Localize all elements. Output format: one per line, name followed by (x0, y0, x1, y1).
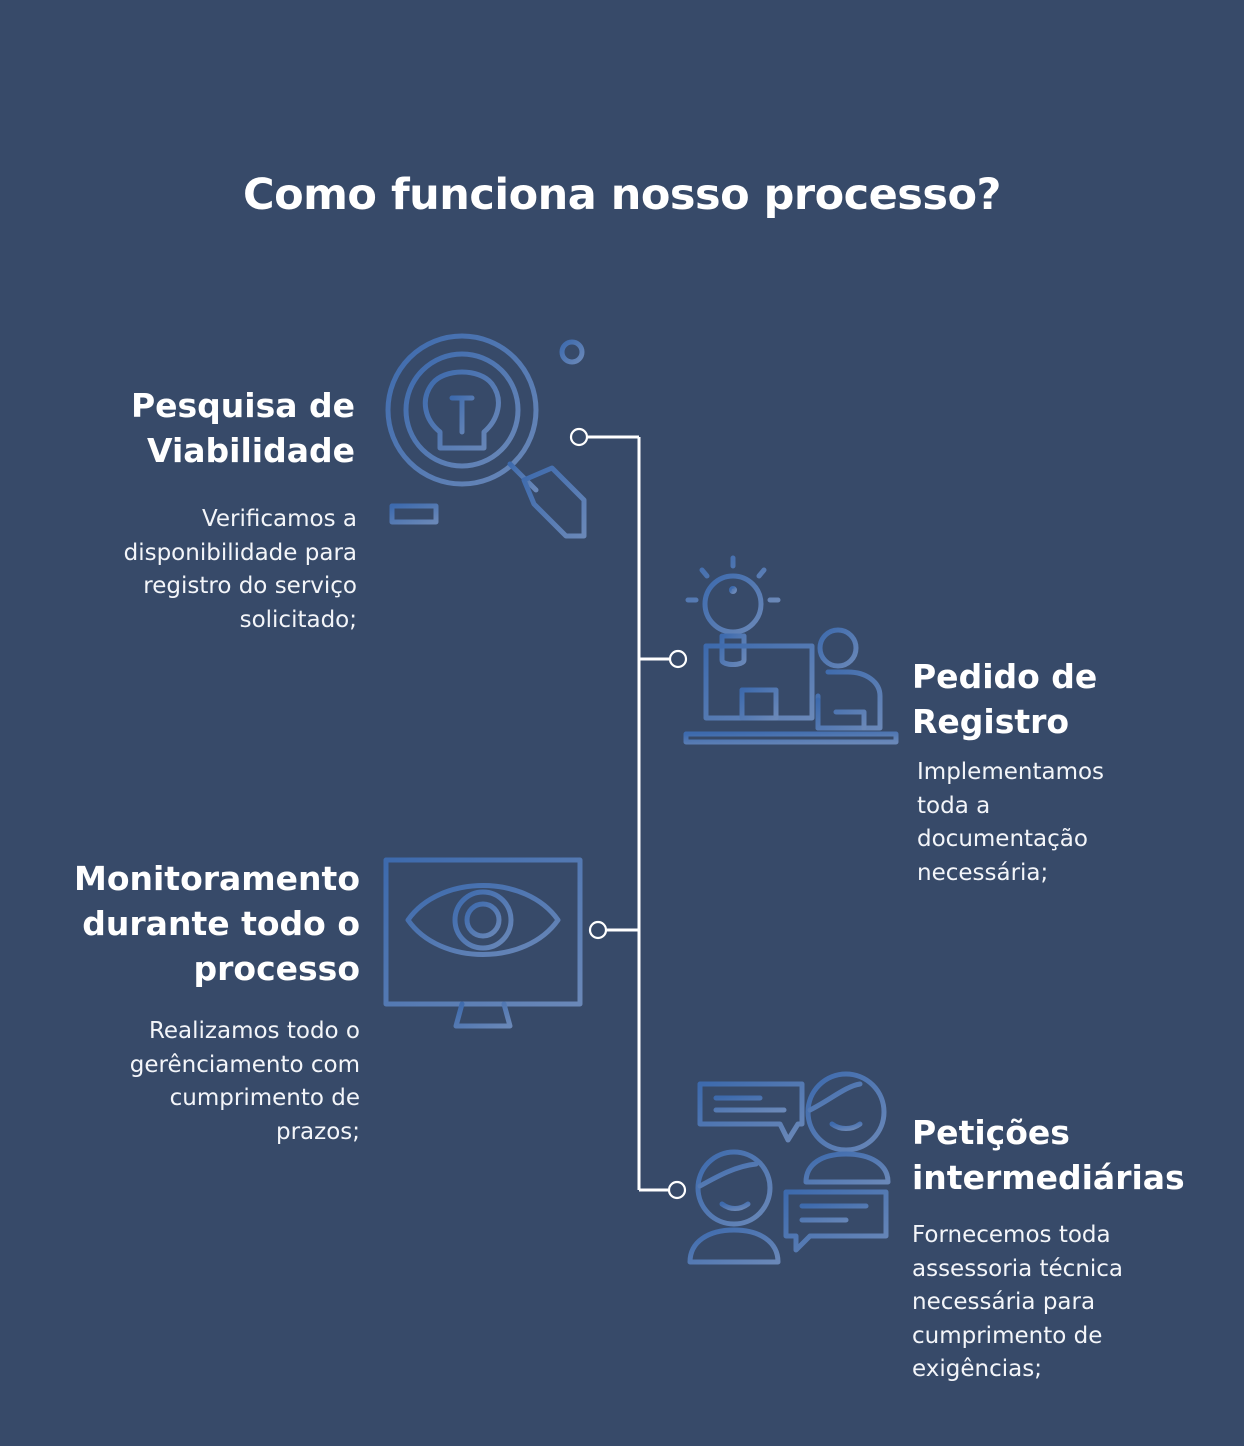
step-2-description: Implementamos toda a documentação necess… (917, 759, 1105, 886)
people-chat-icon (687, 1071, 891, 1265)
step-1-description: Verificamos a disponibilidade para regis… (123, 506, 357, 633)
node-step-2 (668, 649, 688, 669)
node-step-4 (667, 1180, 687, 1200)
step-3-title: Monitoramento durante todo o processo (73, 859, 360, 988)
step-4-title: Petições intermediárias (912, 1113, 1185, 1197)
idea-computer-worker-icon (683, 555, 899, 745)
step-4-description: Fornecemos toda assessoria técnica neces… (912, 1222, 1124, 1383)
page-title: Como funciona nosso processo? (243, 170, 1001, 220)
node-step-3 (588, 920, 608, 940)
timeline (569, 427, 688, 1200)
node-step-1 (569, 427, 589, 447)
step-2-title: Pedido de Registro (912, 657, 1098, 741)
eye-monitor-icon (383, 857, 583, 1035)
lightbulb-magnifier-icon (385, 333, 587, 539)
step-3-description: Realizamos todo o gerênciamento com cump… (129, 1018, 360, 1145)
step-1-title: Pesquisa de Viabilidade (130, 386, 355, 470)
